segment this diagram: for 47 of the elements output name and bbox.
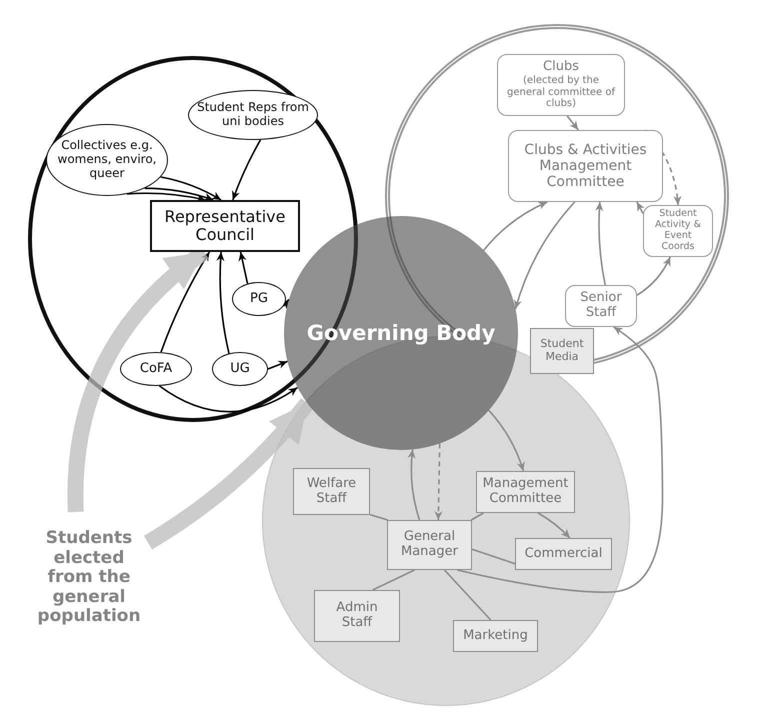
process-box: Management Committee xyxy=(476,471,575,513)
arrow xyxy=(457,326,664,593)
arrow xyxy=(636,256,671,296)
ellipse-node: UG xyxy=(212,352,268,386)
arrow xyxy=(483,201,548,251)
process-box: Commercial xyxy=(515,538,612,570)
arrow xyxy=(538,512,570,539)
arrow xyxy=(268,360,288,370)
dashed-arrow xyxy=(644,129,682,206)
connector-line xyxy=(370,514,388,521)
process-box: Representative Council xyxy=(150,200,300,252)
dashed-arrow xyxy=(434,443,443,520)
ellipse-node: Student Reps from uni bodies xyxy=(188,90,318,140)
connector-line xyxy=(372,569,415,591)
connector-line xyxy=(470,512,484,521)
box-heading: Clubs xyxy=(543,60,579,75)
box-note: (elected by the general committee of clubs) xyxy=(506,75,616,110)
arrow xyxy=(158,385,298,412)
arrow xyxy=(232,139,262,200)
rounded-box: Clubs & Activities Management Committee xyxy=(508,130,663,202)
rounded-box: Student Activity & Event Coords xyxy=(643,205,713,257)
arrow xyxy=(160,252,210,352)
arrow xyxy=(408,449,420,520)
arrow xyxy=(636,202,645,214)
arrow xyxy=(160,176,222,201)
arrow xyxy=(126,192,206,202)
ellipse-node: CoFA xyxy=(120,352,192,386)
arrow xyxy=(566,116,579,130)
group-label: Students elected from the general population xyxy=(30,512,148,644)
arrow xyxy=(216,252,230,354)
arrow xyxy=(514,201,576,310)
thick-arrow xyxy=(144,398,314,550)
process-box: Student Media xyxy=(530,328,594,374)
arrow xyxy=(595,202,606,286)
process-box: Admin Staff xyxy=(314,590,400,642)
process-box: Welfare Staff xyxy=(293,468,370,515)
rounded-box xyxy=(497,54,625,116)
rounded-box: Senior Staff xyxy=(565,285,637,327)
arrow xyxy=(238,252,248,284)
connector-line xyxy=(472,548,516,564)
arrow xyxy=(488,410,524,472)
process-box: General Manager xyxy=(387,520,472,570)
ellipse-node: PG xyxy=(232,282,286,316)
ellipse-node: Collectives e.g. womens, enviro, queer xyxy=(46,124,168,196)
connector-line xyxy=(444,569,492,621)
process-box: Marketing xyxy=(453,620,538,652)
arrow xyxy=(144,188,214,201)
